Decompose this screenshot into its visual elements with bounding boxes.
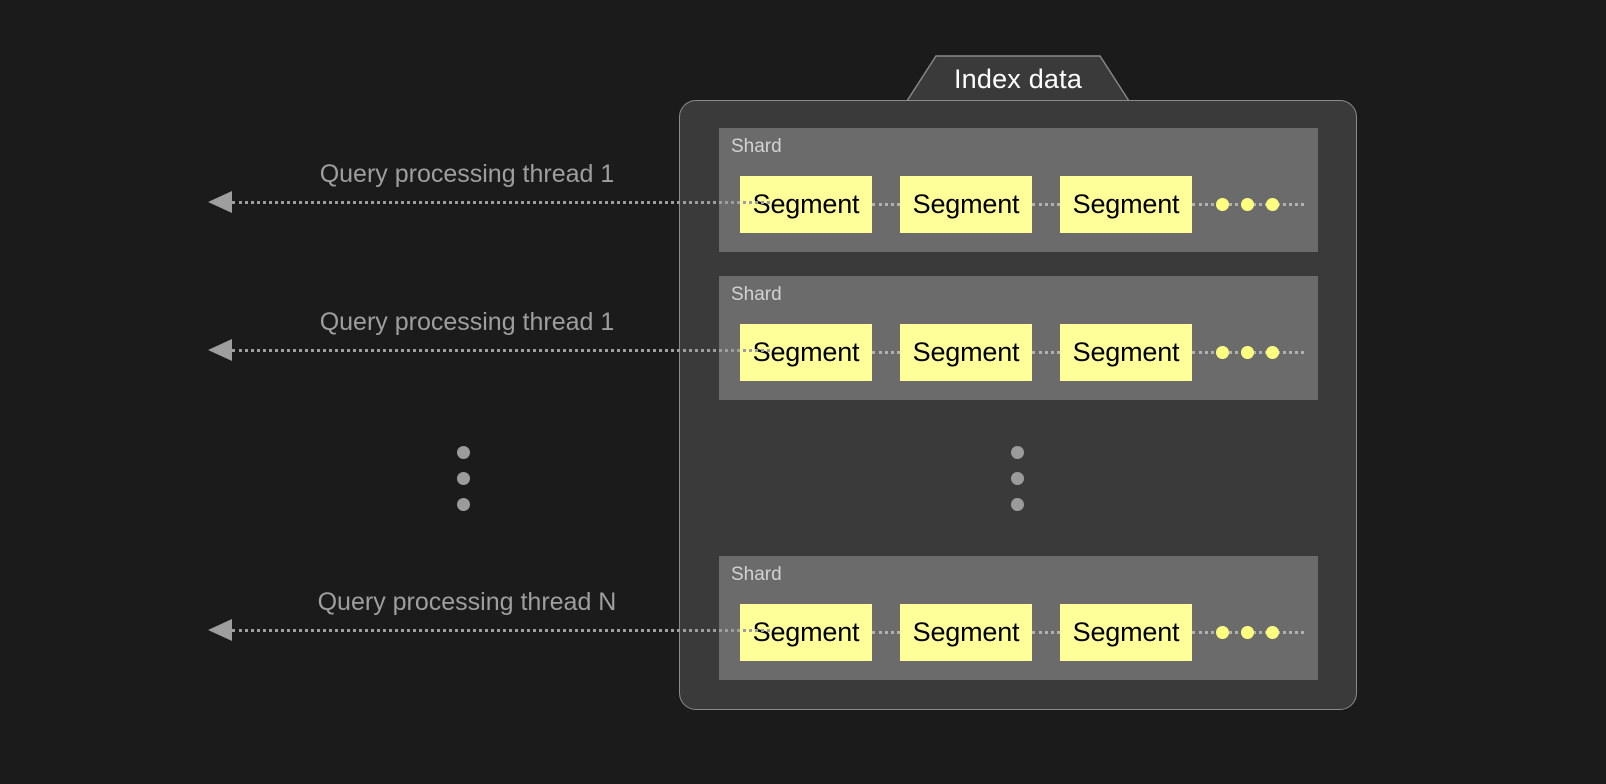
segment-box: Segment bbox=[740, 604, 872, 661]
segment-ellipsis-dot bbox=[1241, 198, 1254, 211]
query-thread-arrow: Query processing thread 1 bbox=[208, 308, 770, 370]
segment-ellipsis-dot bbox=[1266, 346, 1279, 359]
index-data-tab: Index data bbox=[900, 55, 1136, 105]
segment-connector bbox=[872, 351, 900, 357]
ellipsis-dot bbox=[457, 472, 470, 485]
segment-connector bbox=[1032, 351, 1060, 357]
shard-label: Shard bbox=[731, 284, 782, 305]
segment-ellipsis-dot bbox=[1241, 626, 1254, 639]
segment-box: Segment bbox=[900, 324, 1032, 381]
segment-box: Segment bbox=[1060, 604, 1192, 661]
arrow-left-icon bbox=[208, 191, 232, 213]
shard-label: Shard bbox=[731, 564, 782, 585]
segment-ellipsis-dot bbox=[1266, 626, 1279, 639]
ellipsis-dot bbox=[457, 446, 470, 459]
ellipsis-dot bbox=[457, 498, 470, 511]
segment-connector bbox=[872, 631, 900, 637]
segment-box: Segment bbox=[900, 176, 1032, 233]
arrow-left-icon bbox=[208, 339, 232, 361]
segment-ellipsis-dot bbox=[1266, 198, 1279, 211]
segment-box: Segment bbox=[1060, 176, 1192, 233]
ellipsis-dot bbox=[1011, 446, 1024, 459]
shard-row: Shard Segment Segment Segment bbox=[719, 556, 1318, 680]
segment-box: Segment bbox=[740, 176, 872, 233]
segment-ellipsis-dot bbox=[1216, 346, 1229, 359]
ellipsis-dot bbox=[1011, 498, 1024, 511]
query-thread-line bbox=[232, 349, 770, 352]
index-data-title: Index data bbox=[953, 63, 1083, 94]
query-thread-label: Query processing thread 1 bbox=[319, 308, 615, 336]
shard-label: Shard bbox=[731, 136, 782, 157]
segment-ellipsis-dot bbox=[1241, 346, 1254, 359]
ellipsis-dot bbox=[1011, 472, 1024, 485]
segment-box: Segment bbox=[900, 604, 1032, 661]
query-thread-label: Query processing thread 1 bbox=[319, 160, 615, 188]
arrow-left-icon bbox=[208, 619, 232, 641]
segment-ellipsis-dot bbox=[1216, 626, 1229, 639]
segment-connector bbox=[872, 203, 900, 209]
query-thread-arrow: Query processing thread N bbox=[208, 588, 770, 650]
segment-connector bbox=[1032, 203, 1060, 209]
segment-connector bbox=[1032, 631, 1060, 637]
shard-row: Shard Segment Segment Segment bbox=[719, 276, 1318, 400]
query-thread-line bbox=[232, 201, 770, 204]
segment-box: Segment bbox=[1060, 324, 1192, 381]
query-thread-label: Query processing thread N bbox=[317, 588, 617, 616]
segment-ellipsis-dot bbox=[1216, 198, 1229, 211]
segment-box: Segment bbox=[740, 324, 872, 381]
query-thread-arrow: Query processing thread 1 bbox=[208, 160, 770, 222]
query-thread-line bbox=[232, 629, 770, 632]
shard-row: Shard Segment Segment Segment bbox=[719, 128, 1318, 252]
